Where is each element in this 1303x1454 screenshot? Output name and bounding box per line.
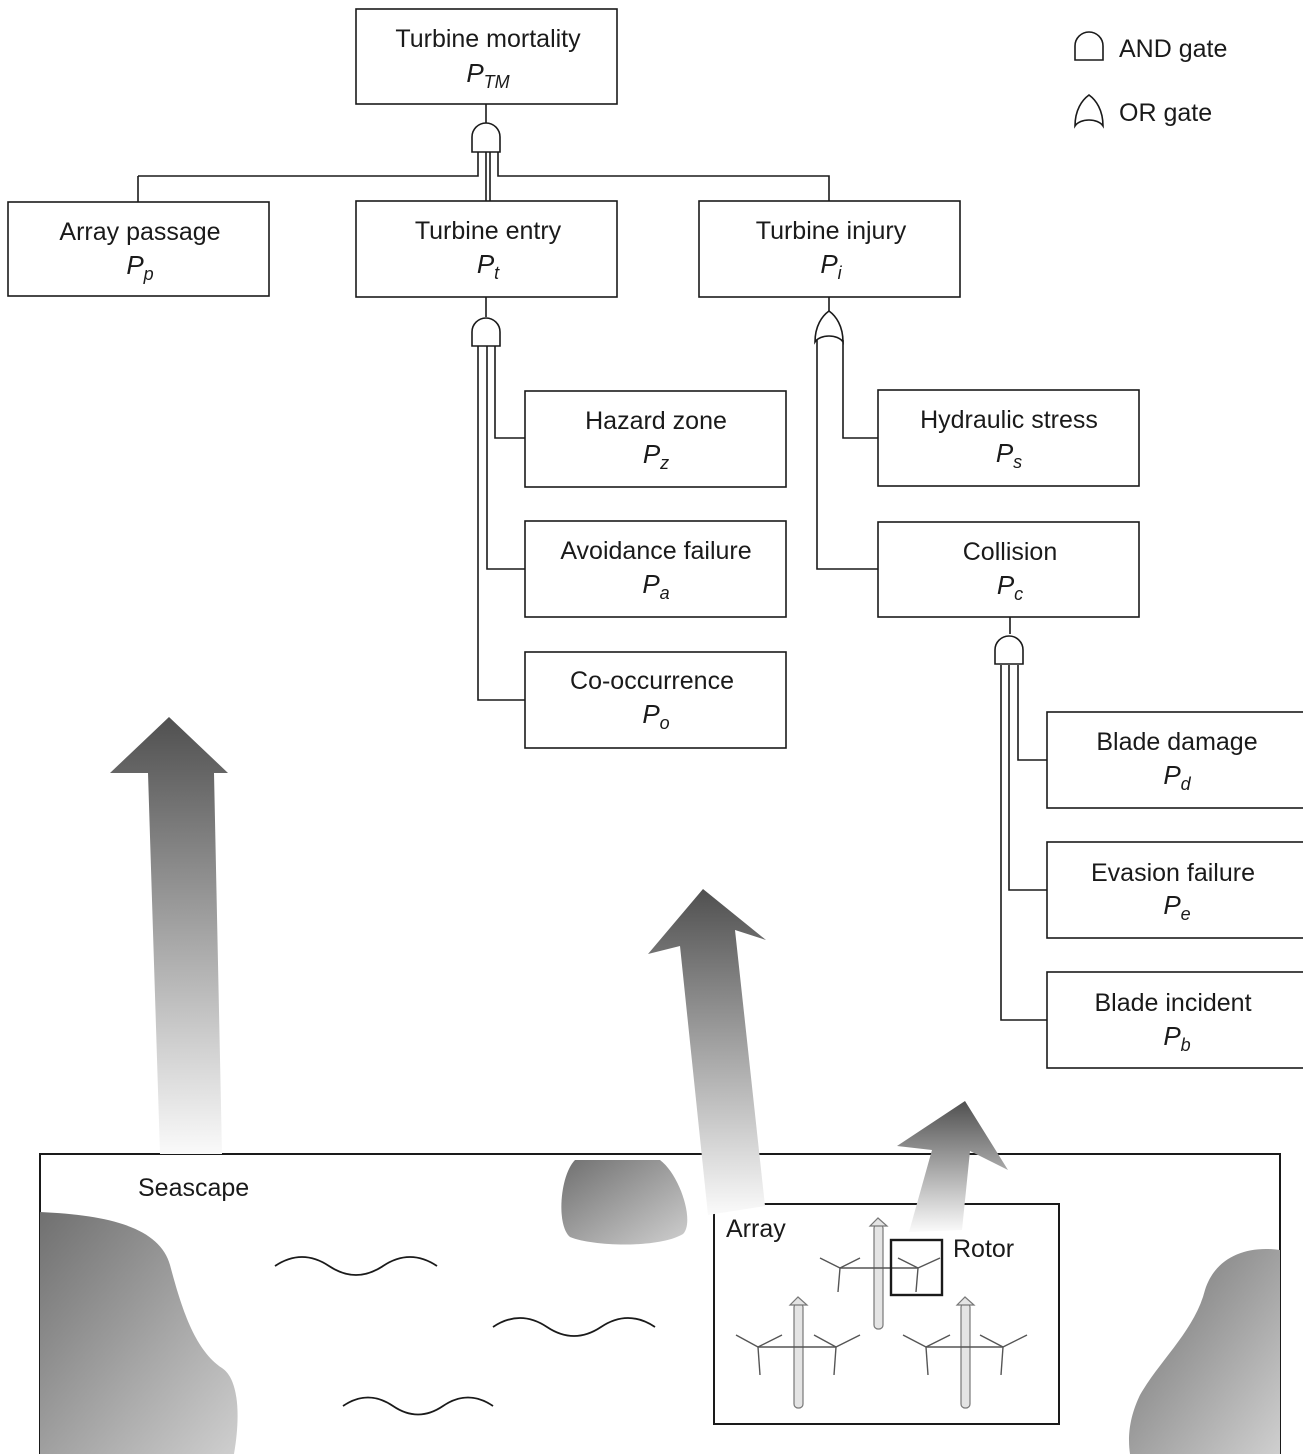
seascape-up-arrow xyxy=(110,717,228,1154)
rotor-label: Rotor xyxy=(953,1235,1014,1263)
svg-text:Pp: Pp xyxy=(126,250,153,284)
svg-text:Pt: Pt xyxy=(477,249,500,283)
svg-text:Blade damage: Blade damage xyxy=(1096,728,1257,756)
node-turbine-mortality: Turbine mortality PTM xyxy=(355,8,618,105)
svg-text:Hydraulic stress: Hydraulic stress xyxy=(920,406,1098,434)
node-array-passage: Array passage Pp xyxy=(7,201,270,297)
node-co-occurrence: Co-occurrence Po xyxy=(524,651,787,749)
svg-text:Pc: Pc xyxy=(997,570,1023,604)
svg-text:Ps: Ps xyxy=(996,438,1022,472)
wave-3 xyxy=(342,1396,494,1416)
svg-text:Evasion failure: Evasion failure xyxy=(1091,859,1255,887)
island xyxy=(561,1160,688,1245)
svg-text:Turbine injury: Turbine injury xyxy=(756,217,907,245)
and-gate-icon xyxy=(1074,31,1104,61)
turbine-icon-3 xyxy=(902,1296,1028,1409)
node-turbine-injury: Turbine injury Pi xyxy=(698,200,961,298)
node-turbine-entry: Turbine entry Pt xyxy=(355,200,618,298)
svg-text:Pb: Pb xyxy=(1163,1021,1190,1055)
svg-text:Pd: Pd xyxy=(1163,760,1191,794)
svg-text:Array passage: Array passage xyxy=(59,218,220,246)
svg-text:Collision: Collision xyxy=(963,538,1057,566)
svg-text:Avoidance failure: Avoidance failure xyxy=(560,537,751,565)
seascape-label: Seascape xyxy=(138,1174,249,1202)
legend-and-label: AND gate xyxy=(1119,35,1227,63)
legend-or-label: OR gate xyxy=(1119,99,1212,127)
node-hazard-zone: Hazard zone Pz xyxy=(524,390,787,488)
rotor-up-arrow xyxy=(897,1101,1008,1232)
node-blade-damage: Blade damage Pd xyxy=(1046,711,1303,809)
svg-text:Blade incident: Blade incident xyxy=(1094,989,1251,1017)
array-frame xyxy=(713,1203,1060,1425)
node-collision: Collision Pc xyxy=(877,521,1140,618)
node-evasion-failure: Evasion failure Pe xyxy=(1046,841,1303,939)
array-label: Array xyxy=(726,1215,786,1243)
and-gate-icon xyxy=(471,122,501,153)
and-gate-icon xyxy=(994,635,1024,665)
wave-1 xyxy=(274,1256,438,1276)
svg-text:Pa: Pa xyxy=(642,569,669,603)
array-up-arrow xyxy=(648,889,766,1215)
seascape-scene: Seascape Array xyxy=(39,1153,1281,1454)
svg-text:Hazard zone: Hazard zone xyxy=(585,407,727,435)
svg-text:Co-occurrence: Co-occurrence xyxy=(570,667,734,695)
turbine-icon-2 xyxy=(735,1296,861,1409)
and-gate-icon xyxy=(471,317,501,347)
node-hydraulic-stress: Hydraulic stress Ps xyxy=(877,389,1140,487)
wave-2 xyxy=(492,1317,656,1337)
right-landmass xyxy=(1129,1248,1280,1454)
node-avoidance-failure: Avoidance failure Pa xyxy=(524,520,787,618)
rotor-highlight-box xyxy=(889,1238,944,1297)
connectors xyxy=(137,104,1047,1021)
svg-text:Pi: Pi xyxy=(820,249,842,283)
or-gate-icon xyxy=(1074,94,1104,129)
svg-text:Turbine mortality: Turbine mortality xyxy=(395,25,581,53)
legend: AND gate OR gate xyxy=(1074,31,1227,129)
turbine-icon-1 xyxy=(819,1217,941,1330)
or-gate-icon xyxy=(814,310,844,345)
svg-text:PTM: PTM xyxy=(466,58,509,92)
svg-text:Turbine entry: Turbine entry xyxy=(415,217,562,245)
svg-text:Pe: Pe xyxy=(1163,890,1190,924)
svg-text:Pz: Pz xyxy=(643,439,669,473)
node-blade-incident: Blade incident Pb xyxy=(1046,971,1303,1069)
svg-text:Po: Po xyxy=(642,699,669,733)
left-landmass xyxy=(40,1212,238,1454)
